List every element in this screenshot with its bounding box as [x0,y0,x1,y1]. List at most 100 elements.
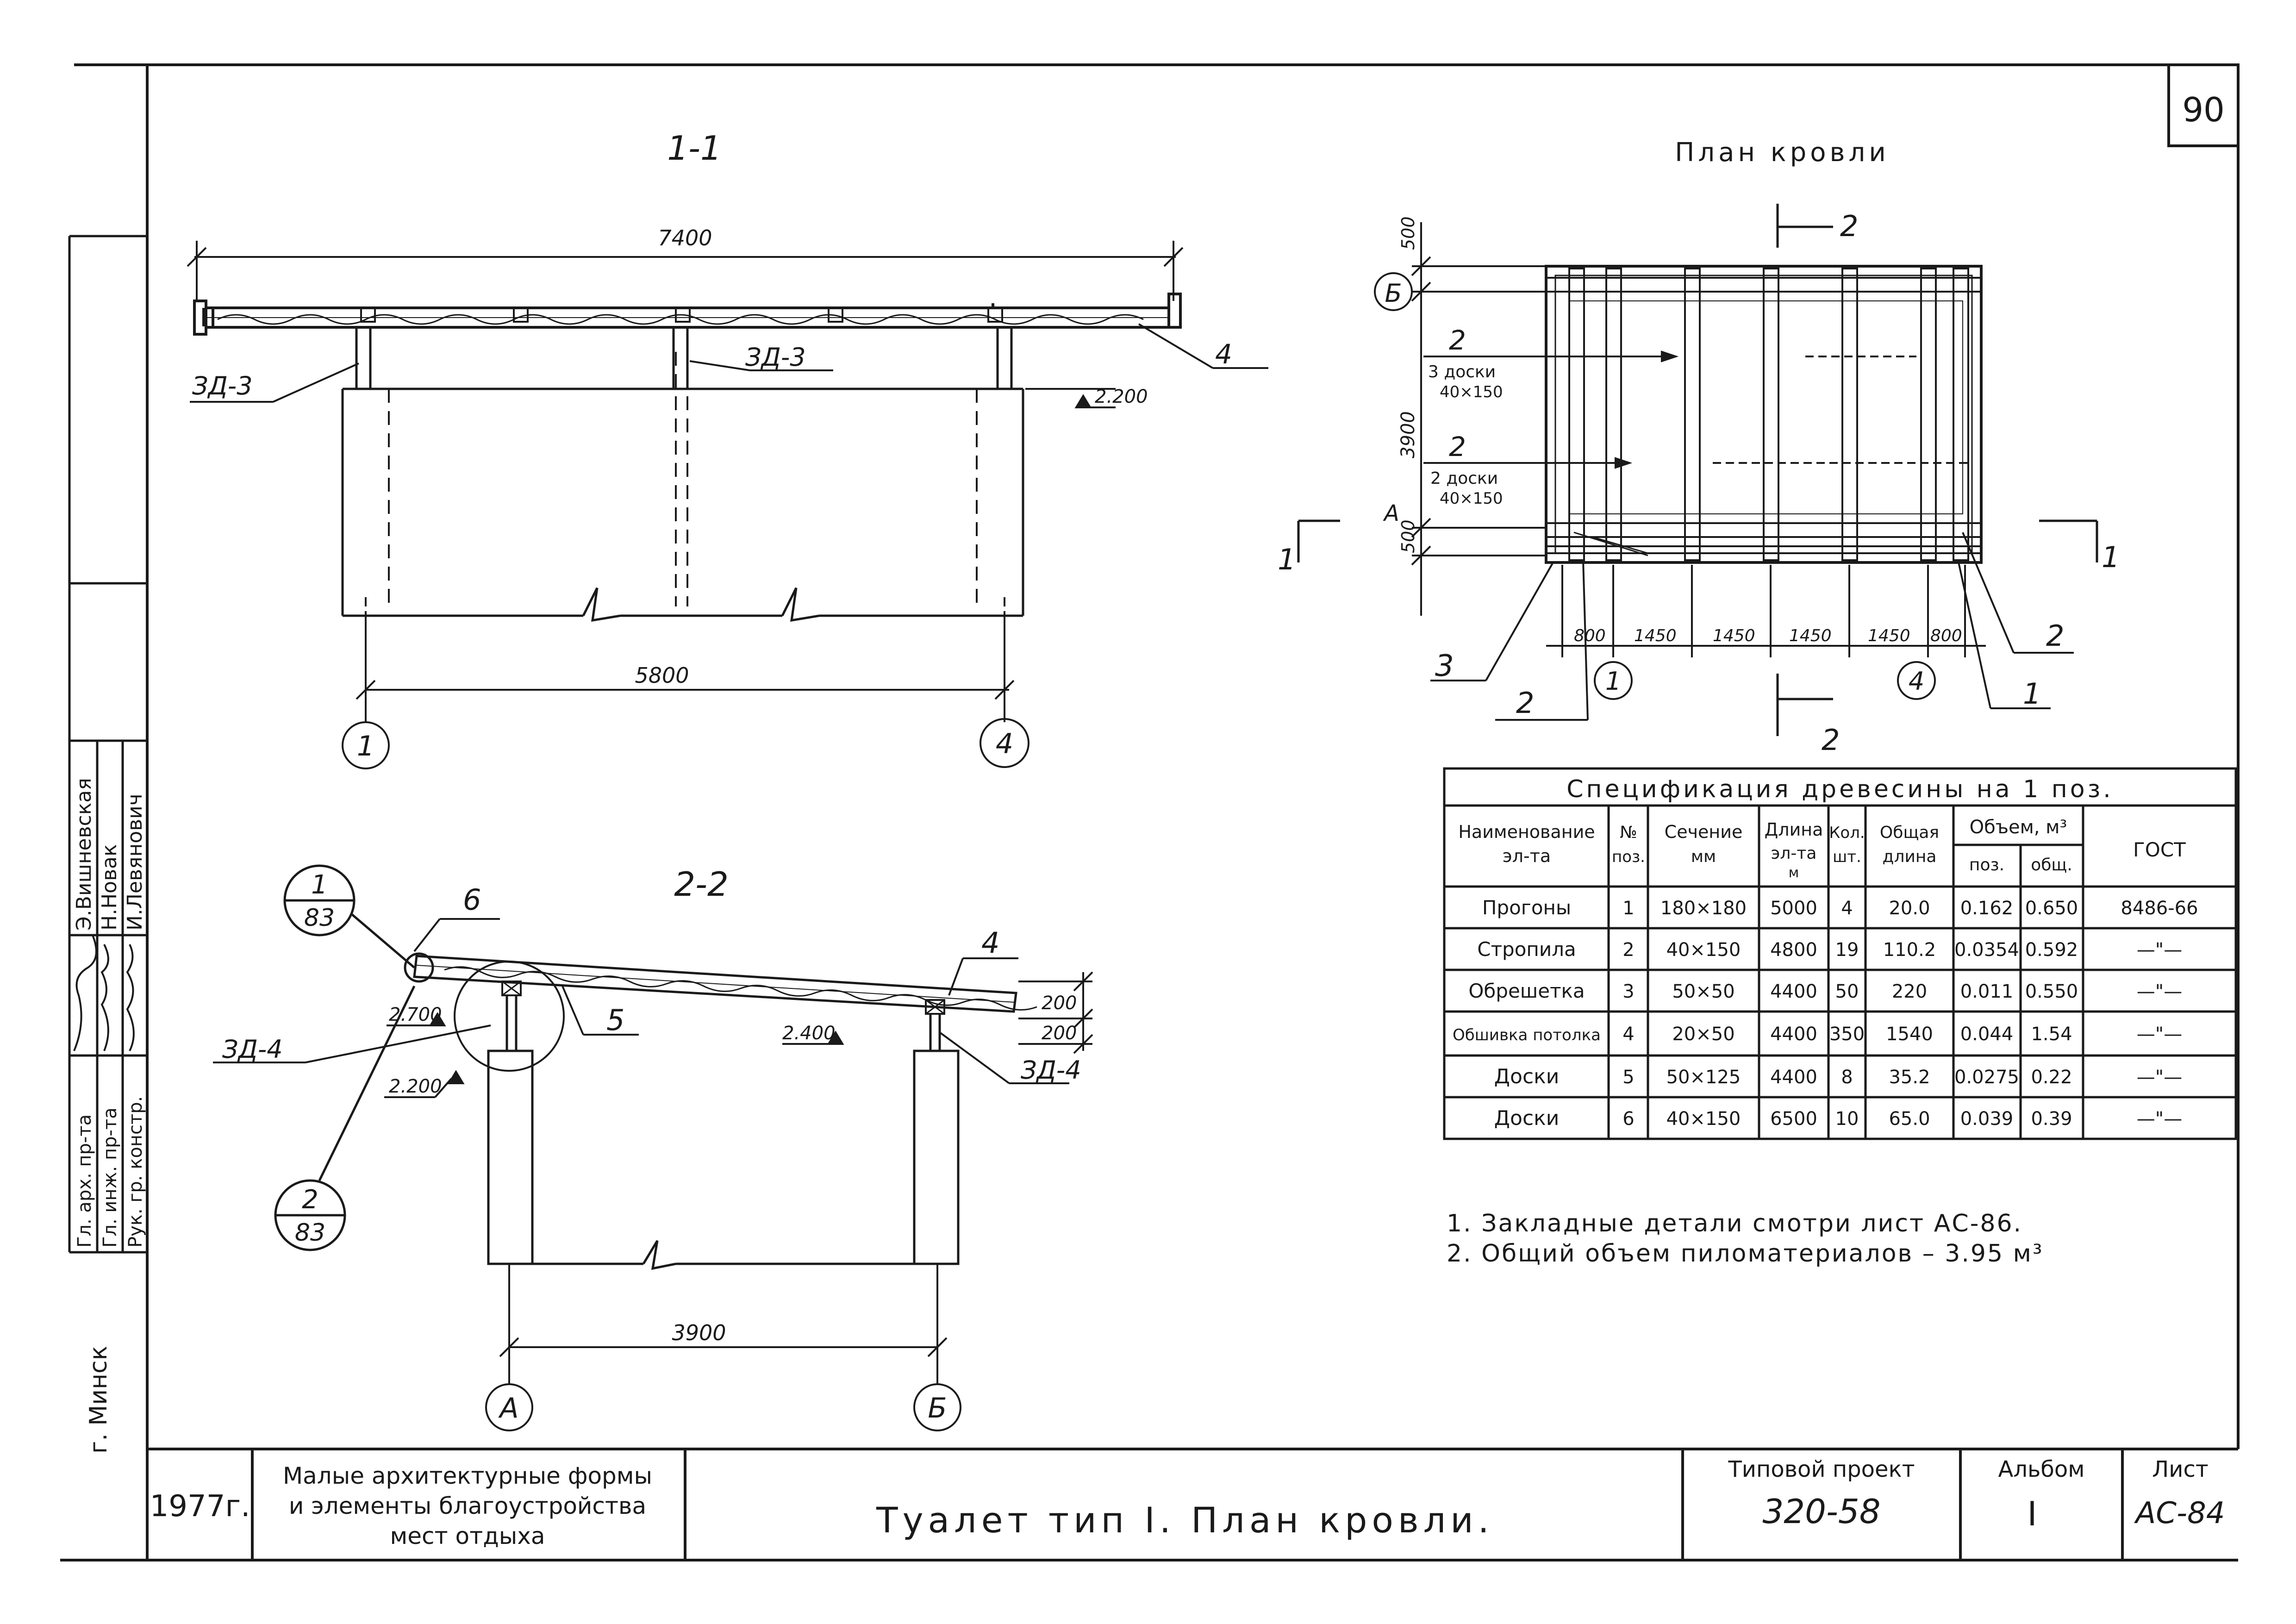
cell-name: Доски [1494,1065,1560,1088]
title-year: 1977г. [150,1489,250,1524]
cell-qty: 10 [1835,1108,1859,1130]
section-mark-2-bottom: 2 [1822,723,1840,757]
axis-1-plan: 1 [1605,667,1621,696]
cell-pos: 3 [1622,981,1634,1002]
cell-volume-total: 0.39 [2031,1108,2072,1130]
cell-volume-total: 0.592 [2025,939,2078,961]
cell-total-length: 20.0 [1889,898,1930,919]
cell-section: 180×180 [1660,898,1747,919]
cell-volume-pos: 0.0354 [1954,939,2019,961]
hdr-pos-1: № [1620,823,1637,842]
dim-3900-plan: 3900 [1398,411,1419,458]
callout-3: 3 [1435,649,1454,683]
axis-a-marker: А [498,1392,518,1424]
sheet-number: 90 [2182,90,2225,129]
cell-length: 4400 [1770,1067,1817,1088]
level-2200-b: 2.200 [389,1076,442,1097]
dim-500-bottom: 500 [1398,519,1418,553]
label-zd4-left: ЗД-4 [222,1035,283,1064]
cell-volume-total: 0.650 [2025,898,2078,919]
sheet-label: Лист [2152,1456,2209,1482]
hdr-qty-2: шт. [1833,848,1861,866]
dim-500-top: 500 [1398,216,1418,250]
cell-qty: 50 [1835,981,1859,1002]
cell-qty: 350 [1829,1024,1865,1045]
stamp-city: г. Минск [85,1346,112,1454]
cell-pos: 4 [1622,1024,1634,1045]
callout-2-top: 2 [1449,325,1466,356]
cell-gost: —"— [2137,981,2182,1002]
callout-2-mid: 2 [1449,431,1466,462]
cell-name: Стропила [1477,938,1576,961]
cell-length: 6500 [1770,1108,1817,1130]
hdr-length-1: Длина [1765,819,1823,840]
axis-b-marker: Б [928,1392,947,1424]
stamp-role-2: Гл. инж. пр-та [100,1107,121,1248]
hdr-volume-pos: поз. [1969,856,2004,874]
spec-table-title: Спецификация древесины на 1 поз. [1566,775,2114,803]
hdr-total-length-1: Общая [1880,823,1939,842]
callout-2-right: 2 [2046,619,2064,653]
table-row: Доски 6 40×150 6500 10 65.0 0.039 0.39 —… [1494,1106,2183,1130]
cell-gost: —"— [2137,939,2182,961]
hdr-pos-2: поз. [1612,848,1645,866]
cell-volume-pos: 0.162 [1960,898,2014,919]
left-stamp: Гл. арх. пр-та Гл. инж. пр-та Рук. гр. к… [68,235,147,1454]
callout-1-right: 1 [2023,677,2041,711]
cell-pos: 2 [1622,939,1634,961]
note-2: 2. Общий объем пиломатериалов – 3.95 м³ [1447,1240,2044,1268]
hdr-qty-1: Кол. [1829,824,1865,842]
label-pos4: 4 [981,926,999,960]
section-mark-1-right: 1 [2102,540,2120,574]
cell-pos: 1 [1622,898,1634,919]
cell-total-length: 35.2 [1889,1067,1930,1088]
label-pos6: 6 [463,883,481,917]
axis-b-plan: Б [1385,279,1402,308]
cell-total-length: 220 [1892,981,1927,1002]
cell-section: 50×50 [1672,981,1734,1002]
label-zd3-mid: ЗД-3 [745,343,806,372]
table-row: Обшивка потолка 4 20×50 4400 350 1540 0.… [1453,1024,2182,1045]
cell-volume-pos: 0.0275 [1954,1067,2019,1088]
section-2-2: 2-2 1 83 2 83 [213,864,1093,1431]
dim-bottom-1450-b: 1450 [1713,626,1755,645]
hdr-volume: Объем, м³ [1970,817,2067,838]
cell-length: 4400 [1770,1024,1817,1045]
hdr-total-length-2: длина [1883,847,1937,866]
cell-qty: 8 [1841,1067,1853,1088]
cell-gost: —"— [2137,1067,2182,1088]
hdr-length-2: эл-та [1771,844,1817,863]
table-row: Обрешетка 3 50×50 4400 50 220 0.011 0.55… [1468,980,2182,1002]
hdr-section-2: мм [1691,847,1716,866]
note-1: 1. Закладные детали смотри лист АС-86. [1447,1210,2022,1237]
title-series-2: и элементы благоустройства [289,1493,646,1519]
detail-2-number: 2 [302,1185,318,1215]
cell-name: Доски [1494,1106,1560,1130]
section-mark-1-left: 1 [1278,543,1296,576]
drawing-title: Туалет тип I. План кровли. [876,1499,1494,1541]
title-block: 1977г. Малые архитектурные формы и элеме… [147,1448,2238,1560]
cell-volume-pos: 0.044 [1960,1024,2014,1045]
section-mark-2-top: 2 [1840,209,1858,243]
stamp-role-1: Гл. арх. пр-та [74,1114,95,1248]
notes: 1. Закладные детали смотри лист АС-86. 2… [1447,1210,2044,1268]
detail-2-sheet: 83 [295,1219,325,1247]
cell-pos: 6 [1622,1108,1634,1130]
dim-200-b: 200 [1042,1023,1077,1044]
section-1-1: 1-1 7400 [187,129,1268,769]
label-zd3-left: ЗД-3 [192,371,253,400]
cell-pos: 5 [1622,1067,1634,1088]
dim-bottom-1450-a: 1450 [1634,626,1677,645]
cell-name: Обшивка потолка [1453,1026,1601,1044]
label-pos5: 5 [606,1003,624,1037]
cell-section: 40×150 [1666,1108,1741,1130]
spec-table: Спецификация древесины на 1 поз. Наимено… [1443,767,2237,1140]
hdr-section-1: Сечение [1665,822,1743,842]
signature-marks [73,935,135,1051]
cell-total-length: 1540 [1886,1024,1933,1045]
dim-bottom-1450-d: 1450 [1868,626,1910,645]
callout-2-mid-note1: 2 доски [1430,469,1498,488]
cell-name: Обрешетка [1468,980,1585,1002]
roof-plan: План кровли 2 2 1 1 [1278,137,2120,757]
cell-name: Прогоны [1482,896,1571,919]
